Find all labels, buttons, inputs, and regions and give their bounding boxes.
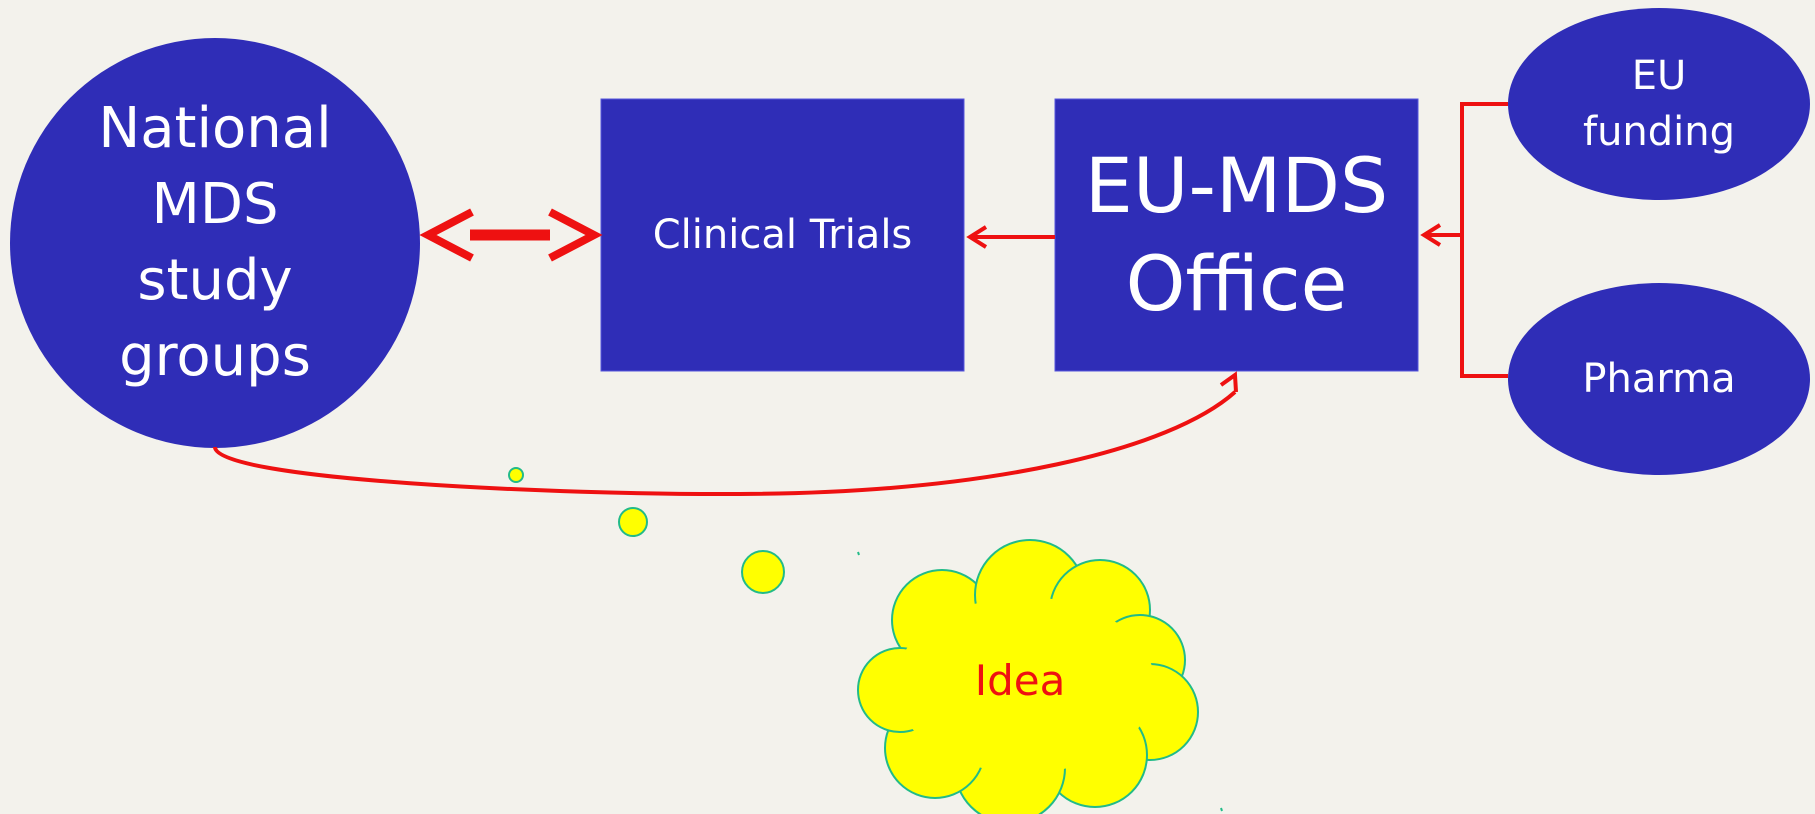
eu-mds-office-label: EU-MDS Office xyxy=(1084,141,1389,328)
national-study-groups-node xyxy=(10,38,420,448)
eu-funding-node xyxy=(1508,8,1810,200)
idea-label: Idea xyxy=(974,655,1066,705)
bidirectional-arrow xyxy=(419,208,603,262)
thought-bubble-medium xyxy=(618,507,648,537)
funding-pharma-to-office-arrow xyxy=(1420,102,1508,378)
thought-bubble-large xyxy=(741,550,785,594)
pharma-node xyxy=(1508,283,1810,475)
pharma-label: Pharma xyxy=(1582,356,1736,402)
eu-funding-label: EU funding xyxy=(1582,53,1736,155)
decor-tick xyxy=(1220,807,1223,812)
clinical-trials-label: Clinical Trials xyxy=(652,212,913,258)
eu-mds-office-node xyxy=(1054,98,1419,372)
office-to-trials-arrow xyxy=(966,225,1055,249)
clinical-trials-node xyxy=(600,98,965,372)
national-to-office-curved-arrow xyxy=(213,371,1238,497)
idea-cloud xyxy=(857,539,1199,814)
decor-tick xyxy=(857,551,860,556)
thought-bubble-small xyxy=(508,467,524,483)
national-study-groups-label: National MDS study groups xyxy=(98,96,332,389)
